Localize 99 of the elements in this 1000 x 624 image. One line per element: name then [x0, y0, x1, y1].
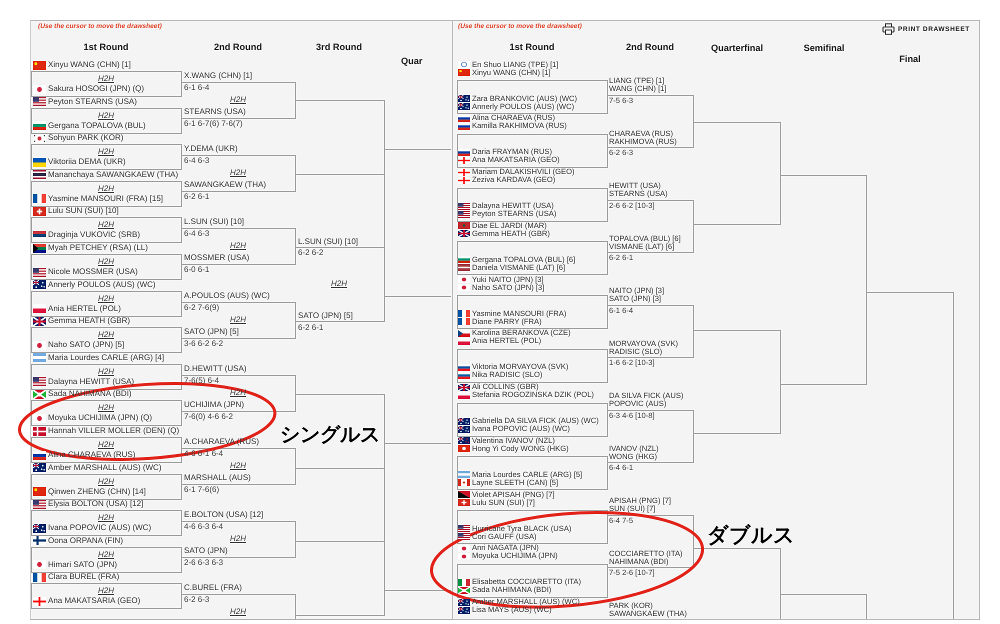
- round-header: Quar: [401, 56, 422, 66]
- player-name: D.HEWITT (USA): [184, 364, 247, 374]
- player-name: SATO (JPN) [5]: [184, 326, 239, 337]
- round-header: Final: [899, 54, 921, 64]
- h2h-link: H2H: [230, 607, 246, 618]
- h2h-link: H2H: [98, 220, 114, 230]
- score: 6-0 6-1: [184, 265, 210, 276]
- score: 6-2 7-6(9): [184, 302, 220, 313]
- h2h-link: H2H: [331, 279, 347, 289]
- score: 6-1 6-7(6) 7-6(7): [184, 119, 243, 129]
- player-name: Ivana POPOVIC (AUS) (WC): [48, 523, 152, 534]
- player-name: Ana MAKATSARIA (GEO): [48, 596, 140, 606]
- h2h-link: H2H: [230, 168, 246, 178]
- round-header: Semifinal: [804, 42, 844, 54]
- h2h-link: H2H: [98, 147, 114, 158]
- round-header: Quarterfinal: [710, 42, 764, 54]
- player-name: C.BUREL (FRA): [184, 583, 242, 594]
- player-name: Amber MARSHALL (AUS) (WC): [48, 462, 162, 473]
- player-name: Alina CHARAEVA (RUS): [48, 450, 136, 460]
- player-name: Gergana TOPALOVA (BUL): [48, 120, 146, 131]
- player-name: SATO (JPN): [184, 546, 228, 556]
- player-name: L.SUN (SUI) [10]: [298, 236, 358, 246]
- h2h-link: H2H: [98, 184, 114, 194]
- score: 7-6(5) 6-4: [184, 376, 220, 386]
- round-header: 2nd Round: [626, 42, 674, 52]
- player-name: Ania HERTEL (POL): [48, 304, 121, 314]
- player-name: Qinwen ZHENG (CHN) [14]: [48, 486, 146, 497]
- h2h-link: H2H: [98, 513, 114, 524]
- player-name: SATO (JPN) [5]: [298, 310, 353, 320]
- player-name: Gemma HEATH (GBR): [48, 316, 130, 326]
- round-header: 1st Round: [510, 42, 554, 52]
- player-name: Mananchaya SAWANGKAEW (THA): [48, 170, 178, 180]
- round-header: 3rd Round: [316, 42, 362, 52]
- player-name: Dalayna HEWITT (USA): [48, 376, 134, 387]
- player-name: Sohyun PARK (KOR): [48, 133, 124, 144]
- player-name: X.WANG (CHN) [1]: [184, 71, 252, 81]
- player-name: E.BOLTON (USA) [12]: [184, 510, 264, 520]
- h2h-link: H2H: [98, 586, 114, 596]
- player-name: Clara BUREL (FRA): [48, 572, 120, 582]
- player-name: Lulu SUN (SUI) [10]: [48, 206, 119, 216]
- player-name: UCHIJIMA (JPN): [184, 400, 244, 410]
- round-header: 1st Round: [84, 42, 128, 52]
- h2h-link: H2H: [98, 440, 114, 450]
- score: 6-1 7-6(6): [184, 485, 220, 495]
- score: 2-6 6-3 6-3: [184, 558, 224, 568]
- h2h-link: H2H: [98, 403, 114, 414]
- player-name: SAWANGKAEW (THA): [184, 180, 266, 190]
- player-name: Xinyu WANG (CHN) [1]: [48, 60, 131, 70]
- player-name: Viktoriia DEMA (UKR): [48, 157, 126, 168]
- player-name: Nicole MOSSMER (USA): [48, 267, 138, 277]
- h2h-link: H2H: [98, 366, 114, 377]
- score: 6-2 6-1: [184, 192, 210, 202]
- player-name: Himari SATO (JPN): [48, 560, 118, 570]
- player-name: Moyuka UCHIJIMA (JPN) (Q): [48, 413, 152, 424]
- h2h-link: H2H: [230, 241, 246, 252]
- player-name: L.SUN (SUI) [10]: [184, 217, 244, 228]
- round-header: 2nd Round: [214, 42, 262, 52]
- drawsheet-panel: [452, 20, 980, 620]
- player-name: MOSSMER (USA): [184, 253, 250, 264]
- h2h-link: H2H: [98, 330, 114, 340]
- player-name: Yasmine MANSOURI (FRA) [15]: [48, 194, 163, 204]
- player-name: Elysia BOLTON (USA) [12]: [48, 499, 144, 510]
- h2h-link: H2H: [98, 294, 114, 304]
- player-name: Sakura HOSOGI (JPN) (Q): [48, 84, 144, 94]
- annotation-label: ダブルス: [707, 523, 795, 547]
- h2h-link: H2H: [230, 388, 246, 398]
- player-name: Maria Lourdes CARLE (ARG) [4]: [48, 352, 164, 363]
- score: 6-2 6-2: [298, 248, 324, 258]
- player-name: STEARNS (USA): [184, 107, 246, 117]
- score: 6-2 6-1: [298, 322, 324, 332]
- annotation-label: シングルス: [280, 423, 380, 446]
- player-name: Myah PETCHEY (RSA) (LL): [48, 243, 148, 253]
- h2h-link: H2H: [98, 257, 114, 267]
- drawsheet-panel: [30, 20, 452, 620]
- score: 6-2 6-3: [184, 595, 210, 606]
- player-name: Naho SATO (JPN) [5]: [48, 340, 124, 350]
- h2h-link: H2H: [230, 461, 246, 471]
- score: 4-6 6-3 6-4: [184, 522, 224, 532]
- player-name: Oona ORPANA (FIN): [48, 536, 123, 546]
- h2h-link: H2H: [98, 476, 114, 487]
- player-name: A.CHARAEVA (RUS): [184, 437, 259, 447]
- score: 6-4 6-3: [184, 156, 210, 166]
- h2h-link: H2H: [230, 95, 246, 105]
- h2h-link: H2H: [230, 314, 246, 325]
- h2h-link: H2H: [98, 110, 114, 121]
- player-name: Annerly POULOS (AUS) (WC): [48, 280, 156, 290]
- player-name: Hannah VILLER MOLLER (DEN) (Q): [48, 426, 180, 436]
- h2h-link: H2H: [98, 550, 114, 560]
- score: 6-4 6-3: [184, 229, 210, 240]
- score: 6-1 6-4: [184, 83, 210, 93]
- player-name: A.POULOS (AUS) (WC): [184, 290, 270, 301]
- score: 3-6 6-2 6-2: [184, 338, 224, 349]
- h2h-link: H2H: [230, 534, 246, 544]
- player-name: MARSHALL (AUS): [184, 473, 251, 483]
- player-name: Draginja VUKOVIC (SRB): [48, 230, 140, 240]
- player-name: Peyton STEARNS (USA): [48, 96, 137, 107]
- h2h-link: H2H: [98, 74, 114, 84]
- player-name: Y.DEMA (UKR): [184, 144, 238, 154]
- score: 7-6(0) 4-6 6-2: [184, 412, 233, 422]
